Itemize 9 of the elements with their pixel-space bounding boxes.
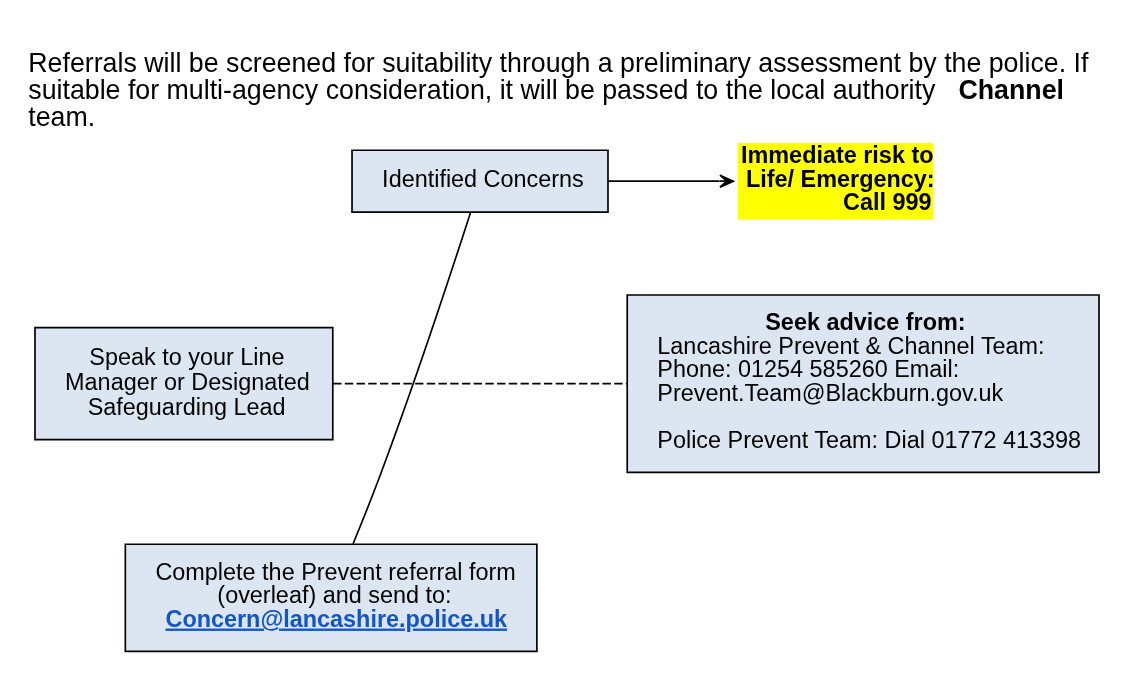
arrow: [607, 174, 735, 189]
connector: [352, 211, 472, 545]
connector: [332, 382, 628, 385]
node-box: Immediate risk to Life/ Emergency: Call 999: [737, 142, 934, 220]
node-box: Complete the Prevent referral form (overleaf) and send to: Concern@lancashire.police.uk: [124, 543, 538, 653]
diagram-title: Referrals will be screened for suitability through a preliminary assessment by the police. If suitable for multi-agency consideration, it will be passed to the local authority Channel team.: [28, 48, 1089, 132]
node-box: Speak to your Line Manager or Designated Safeguarding Lead: [34, 326, 334, 441]
node-box: Seek advice from: Lancashire Prevent & Channel Team: Phone: 01254 585260 Email: Prevent.Team@Blackburn.gov.uk Police Prevent Team: Dial 01772 413398: [626, 294, 1100, 474]
node-box: Identified Concerns: [351, 149, 609, 213]
